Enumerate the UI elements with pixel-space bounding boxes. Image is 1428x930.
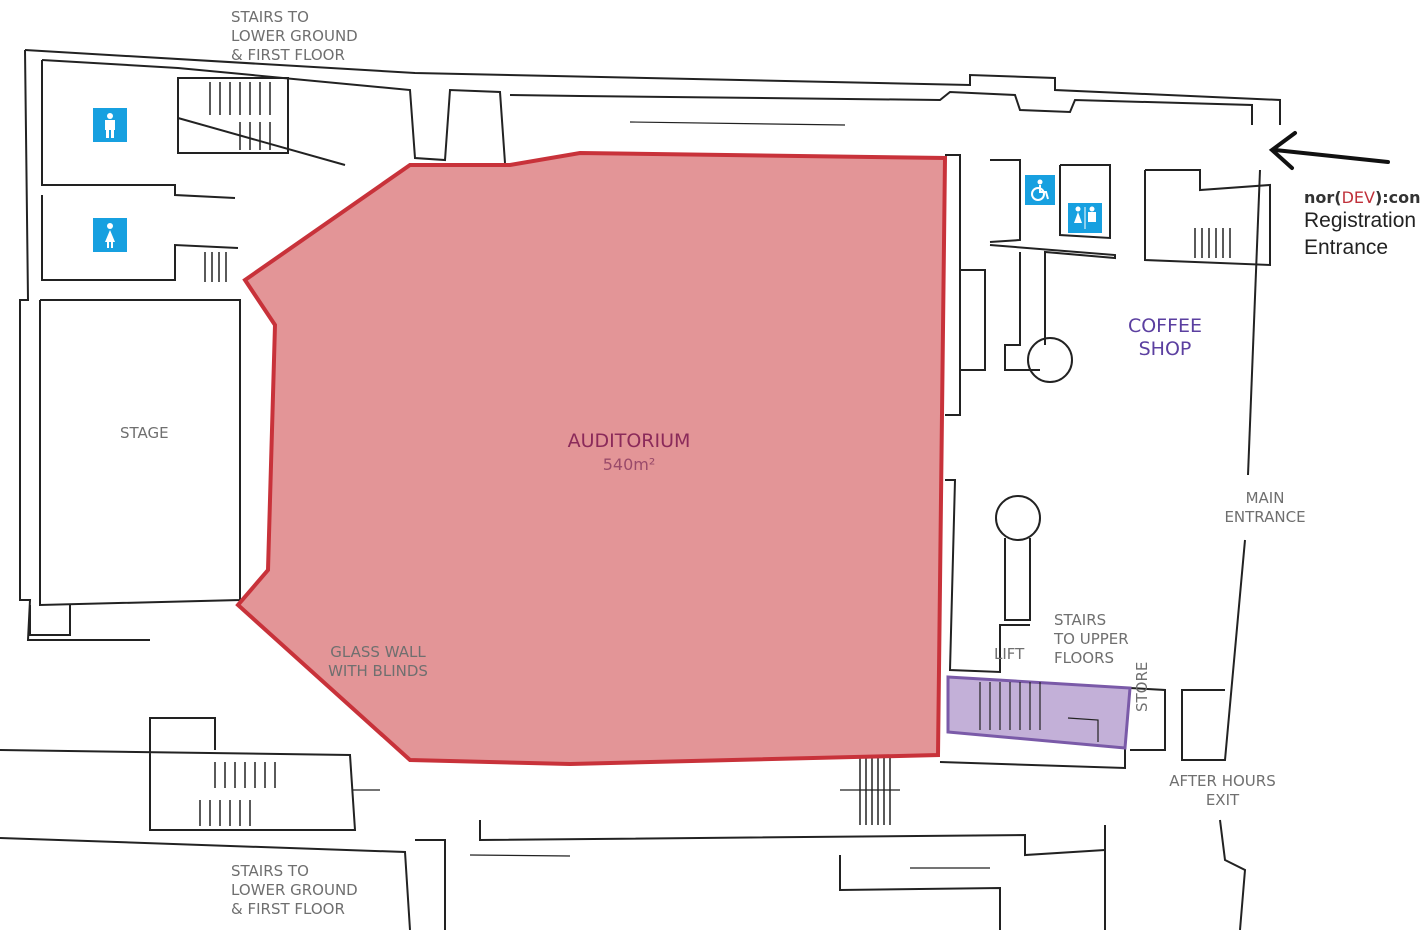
after-hours-exit-label: AFTER HOURS EXIT [1169,772,1276,809]
wall-bottom-left2 [0,837,411,930]
column-top [1027,337,1073,383]
wall-bottom-left [0,717,357,831]
wall-left-inner [41,60,236,199]
nordevcon-logo: nor(DEV):con [1304,188,1421,207]
male-toilet-icon [93,108,127,142]
auditorium-area-label: 540m² [602,455,656,474]
wall-top-inner2 [509,90,1253,125]
lobby-wall2 [1004,252,1040,371]
accessible-toilet-icon [1025,175,1055,205]
lift-label: LIFT [994,645,1025,663]
wall-right-main [1181,539,1246,761]
coffee-shop-label: COFFEE SHOP [1127,315,1203,360]
stairs-upper-highlight[interactable] [946,675,1132,750]
wall-left-outer [19,49,150,641]
stairs-upper-label: STAIRS TO UPPER FLOORS [1054,611,1129,667]
column-bottom [995,495,1041,541]
main-entrance-label: MAIN ENTRANCE [1224,489,1306,526]
stairs-top-left [177,77,289,154]
registration-line: Registration [1304,209,1417,232]
toilet-block2 [1059,164,1111,240]
wall-left-low [29,605,71,636]
wall-right-entrance [1247,169,1261,476]
wall-bottom-mid3 [839,855,1001,930]
registration-entrance[interactable]: nor(DEV):con Registration Entrance [1304,188,1421,261]
toilet-block [989,159,1021,243]
female-toilet-icon [93,218,127,252]
store-wall [1129,687,1166,751]
store-label: STORE [1133,661,1151,712]
column-wall [1004,538,1031,621]
wall-right-b [960,269,986,371]
unisex-toilet-icon [1068,203,1102,233]
entrance-arrow-icon [1268,131,1390,170]
stairs-bottom-label: STAIRS TO LOWER GROUND & FIRST FLOOR [231,862,358,918]
wall-bottom-mid2 [479,820,1106,857]
entrance-line: Entrance [1304,236,1389,259]
stairs-top-label: STAIRS TO LOWER GROUND & FIRST FLOOR [231,8,358,64]
stage-box [39,299,241,607]
auditorium-area[interactable] [235,150,948,767]
glass-wall-label: GLASS WALL WITH BLINDS [328,643,428,680]
wall-bottom-right2 [1219,819,1247,930]
wall-bottom-mid [415,839,446,930]
lobby-wall [989,244,1116,345]
wall-top-inner [41,59,506,164]
wall-right-c [945,479,1030,674]
wall-right-a [945,154,961,416]
stage-label: STAGE [120,424,169,442]
wall-left-inner2 [41,195,239,281]
auditorium-label: AUDITORIUM 540m² [549,430,709,476]
wall-top-outer [24,49,1281,125]
stair-block-right [1144,169,1271,267]
